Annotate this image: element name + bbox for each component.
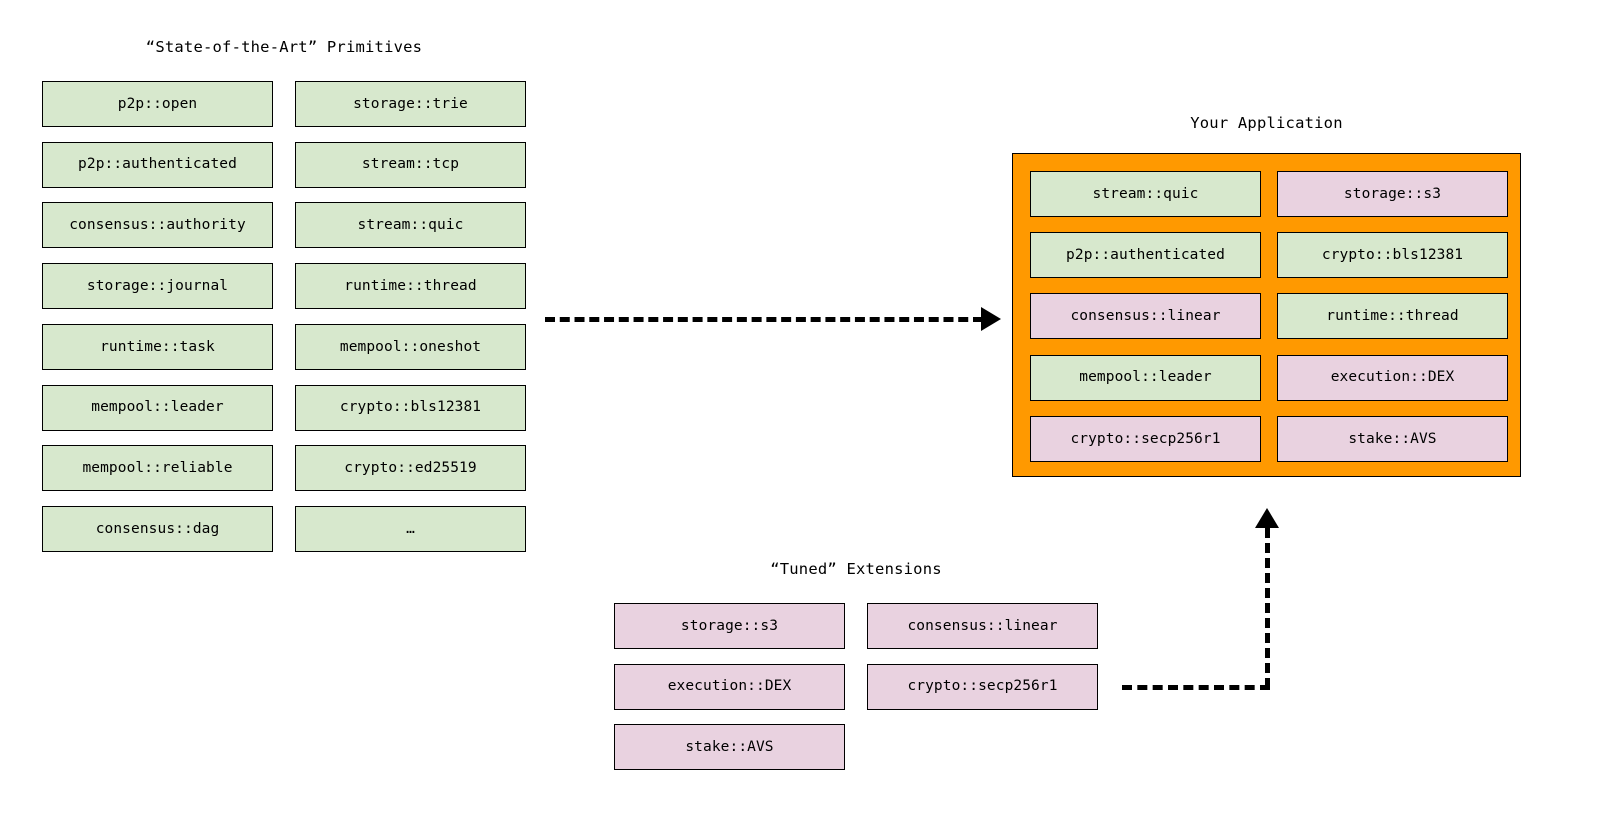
node-box: runtime::task bbox=[42, 323, 273, 370]
primitives-to-application-connector bbox=[545, 317, 983, 322]
node-box: crypto::secp256r1 bbox=[1030, 415, 1261, 462]
node-box: p2p::open bbox=[42, 81, 273, 127]
node-label: stake::AVS bbox=[1348, 430, 1437, 447]
node-box: crypto::bls12381 bbox=[295, 384, 526, 431]
node-label: crypto::bls12381 bbox=[339, 399, 482, 416]
node-box: mempool::reliable bbox=[42, 445, 273, 492]
node-box: runtime::thread bbox=[1277, 293, 1508, 340]
node-box: execution::DEX bbox=[1277, 354, 1508, 401]
node-box: consensus::dag bbox=[42, 505, 273, 552]
node-label: runtime::task bbox=[100, 338, 215, 355]
node-box: p2p::authenticated bbox=[1030, 232, 1261, 279]
primitives-caption: “State-of-the-Art” Primitives bbox=[145, 38, 423, 56]
node-label: mempool::leader bbox=[91, 399, 224, 416]
node-label: mempool::oneshot bbox=[339, 338, 482, 355]
node-box: stake::AVS bbox=[614, 724, 845, 771]
node-label: stream::quic bbox=[1092, 185, 1199, 202]
node-label: runtime::thread bbox=[344, 277, 477, 294]
node-label: mempool::reliable bbox=[82, 459, 233, 476]
extensions-to-application-connector-vertical bbox=[1265, 528, 1270, 688]
node-box: mempool::leader bbox=[1030, 354, 1261, 401]
node-box: mempool::leader bbox=[42, 384, 273, 431]
node-label: storage::s3 bbox=[1343, 185, 1442, 202]
extensions-caption: “Tuned” Extensions bbox=[770, 560, 942, 578]
node-box: storage::journal bbox=[42, 263, 273, 310]
node-box: runtime::thread bbox=[295, 263, 526, 310]
node-label: stream::tcp bbox=[361, 156, 460, 173]
node-label: p2p::open bbox=[117, 95, 198, 112]
node-label: p2p::authenticated bbox=[78, 156, 237, 173]
node-label: stake::AVS bbox=[685, 739, 774, 756]
extensions-to-application-connector-horizontal bbox=[1122, 685, 1270, 690]
node-box: … bbox=[295, 505, 526, 552]
extensions-to-application-arrowhead bbox=[1255, 508, 1279, 528]
node-box: stake::AVS bbox=[1277, 415, 1508, 462]
node-box: consensus::authority bbox=[42, 202, 273, 249]
node-label: mempool::leader bbox=[1079, 369, 1212, 386]
node-label: consensus::linear bbox=[1070, 308, 1221, 325]
node-label: consensus::linear bbox=[907, 617, 1058, 634]
node-box: stream::quic bbox=[295, 202, 526, 249]
node-label: execution::DEX bbox=[667, 678, 792, 695]
node-label: crypto::secp256r1 bbox=[907, 678, 1058, 695]
node-box: crypto::bls12381 bbox=[1277, 232, 1508, 279]
node-box: stream::quic bbox=[1030, 171, 1261, 217]
node-label: runtime::thread bbox=[1326, 308, 1459, 325]
node-label: storage::s3 bbox=[680, 617, 779, 634]
node-label: p2p::authenticated bbox=[1066, 246, 1225, 263]
primitives-to-application-arrowhead bbox=[981, 307, 1001, 331]
node-box: mempool::oneshot bbox=[295, 323, 526, 370]
node-label: … bbox=[406, 520, 415, 537]
application-caption: Your Application bbox=[1190, 114, 1343, 132]
node-box: p2p::authenticated bbox=[42, 141, 273, 188]
node-box: storage::trie bbox=[295, 81, 526, 127]
node-box: stream::tcp bbox=[295, 141, 526, 188]
node-box: storage::s3 bbox=[1277, 171, 1508, 217]
node-box: crypto::secp256r1 bbox=[867, 663, 1098, 710]
node-box: consensus::linear bbox=[867, 603, 1098, 649]
node-box: consensus::linear bbox=[1030, 293, 1261, 340]
node-box: storage::s3 bbox=[614, 603, 845, 649]
node-label: crypto::ed25519 bbox=[344, 459, 477, 476]
node-label: crypto::bls12381 bbox=[1321, 246, 1464, 263]
node-box: execution::DEX bbox=[614, 663, 845, 710]
node-label: consensus::dag bbox=[95, 520, 220, 537]
node-label: stream::quic bbox=[357, 217, 464, 234]
node-label: storage::trie bbox=[353, 95, 468, 112]
node-label: crypto::secp256r1 bbox=[1070, 430, 1221, 447]
node-label: execution::DEX bbox=[1330, 369, 1455, 386]
node-label: consensus::authority bbox=[69, 217, 246, 234]
node-box: crypto::ed25519 bbox=[295, 445, 526, 492]
node-label: storage::journal bbox=[86, 277, 229, 294]
